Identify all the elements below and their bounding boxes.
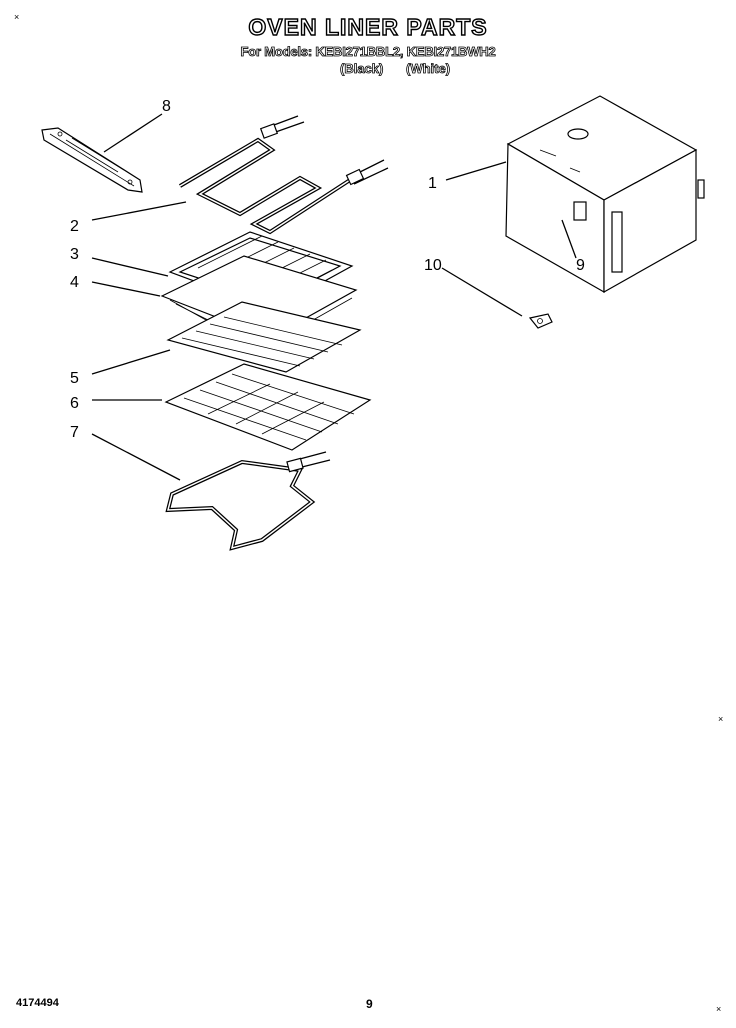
variant-white-label: (White) bbox=[406, 61, 451, 77]
callout-7: 7 bbox=[70, 424, 79, 441]
part-1-oven-liner bbox=[505, 95, 705, 294]
part-5-oven-rack bbox=[166, 301, 362, 373]
corner-mark-right: × bbox=[718, 714, 724, 724]
callout-1: 1 bbox=[428, 175, 437, 192]
part-6-oven-rack bbox=[164, 363, 372, 451]
corner-mark-top-left: × bbox=[14, 12, 20, 22]
callout-2: 2 bbox=[70, 218, 79, 235]
callout-9: 9 bbox=[576, 257, 585, 274]
leader-lines bbox=[91, 113, 577, 481]
callout-8: 8 bbox=[162, 98, 171, 115]
callout-10: 10 bbox=[424, 257, 442, 274]
callout-5: 5 bbox=[70, 370, 79, 387]
models-line: For Models: KEBI271BBL2, KEBI271BWH2 bbox=[240, 44, 496, 60]
variant-black-label: (Black) bbox=[340, 61, 384, 77]
part-2-broil-element bbox=[178, 115, 389, 235]
callout-4: 4 bbox=[70, 274, 79, 291]
part-8-bracket bbox=[41, 127, 143, 193]
callout-6: 6 bbox=[70, 395, 79, 412]
document-number: 4174494 bbox=[16, 997, 59, 1009]
page-number: 9 bbox=[366, 997, 373, 1011]
callout-3: 3 bbox=[70, 246, 79, 263]
page-title: OVEN LINER PARTS bbox=[248, 13, 488, 40]
part-10-clip bbox=[528, 313, 553, 329]
part-7-bake-element bbox=[165, 451, 331, 551]
corner-mark-bottom-right: × bbox=[716, 1004, 722, 1014]
